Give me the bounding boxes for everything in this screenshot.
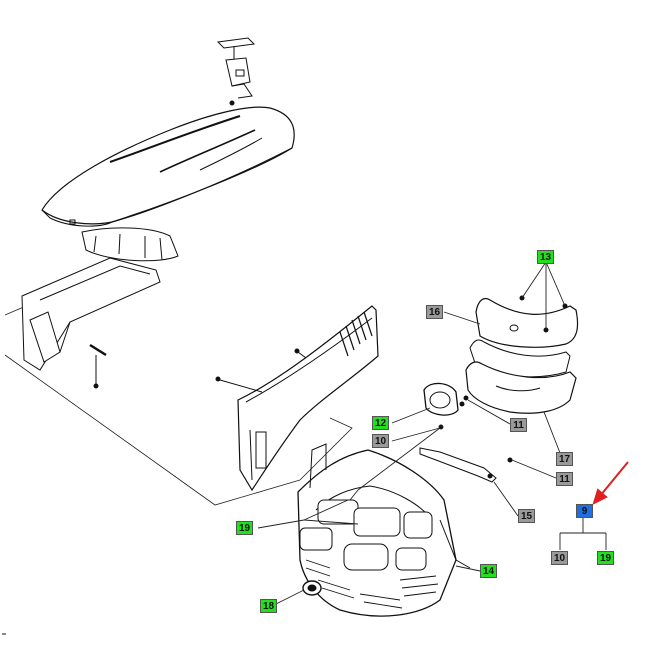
callout-10-tree: 10 — [551, 551, 569, 565]
callout-13: 13 — [537, 250, 555, 264]
callout-9: 9 — [576, 504, 593, 518]
lamp-cover-top — [475, 295, 579, 348]
callout-10: 10 — [372, 434, 390, 448]
visor-panel — [81, 227, 179, 262]
callout-14: 14 — [480, 564, 498, 578]
callout-12: 12 — [372, 416, 390, 430]
front-grille — [297, 443, 471, 617]
callout-18: 18 — [260, 599, 278, 613]
callout-11-lower: 11 — [556, 472, 573, 486]
lamp-knob — [302, 580, 322, 596]
mounting-bracket — [216, 37, 256, 106]
left-side-panel — [21, 257, 161, 389]
front-side-panel — [215, 305, 379, 492]
leader-lines — [257, 261, 607, 606]
callout-16: 16 — [426, 305, 444, 319]
callout-15: 15 — [518, 509, 536, 523]
pointer-arrow — [592, 461, 629, 505]
lamp-housing-lower — [465, 361, 577, 414]
headlamp — [423, 382, 469, 416]
callout-19-tree: 19 — [597, 551, 615, 565]
callout-11-top: 11 — [510, 418, 527, 432]
callout-19-left: 19 — [236, 521, 254, 535]
mounting-strip — [419, 447, 513, 483]
callout-17: 17 — [556, 452, 574, 466]
roof-panel — [41, 106, 295, 227]
